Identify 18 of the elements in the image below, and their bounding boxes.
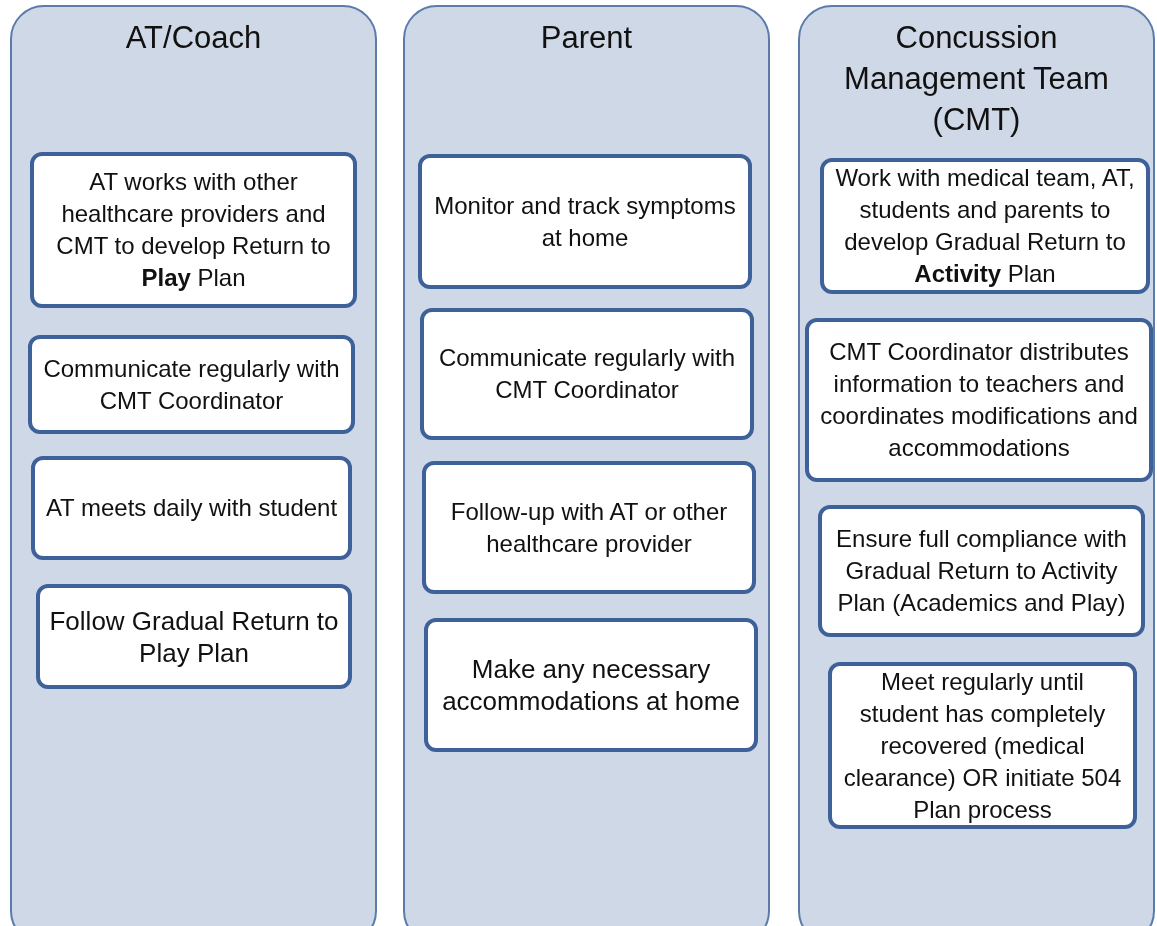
column-heading: AT/Coach: [124, 19, 263, 57]
task-box: Meet regularly until student has completely recovered (medical clearance) OR initiate 504 Plan process: [828, 662, 1137, 829]
task-box: Ensure full compliance with Gradual Return to Activity Plan (Academics and Play): [818, 505, 1145, 637]
task-box: Follow Gradual Return to Play Plan: [36, 584, 352, 689]
column-heading: Concussion Management Team (CMT): [843, 19, 1110, 139]
column-heading: Parent: [539, 19, 634, 57]
column-panel: [10, 5, 377, 926]
column-panel: [403, 5, 770, 926]
task-box: Make any necessary accommodations at home: [424, 618, 758, 752]
task-box: CMT Coordinator distributes information to teachers and coordinates modifications and accommodations: [805, 318, 1153, 482]
column-panel: [798, 5, 1155, 926]
task-box: Communicate regularly with CMT Coordinator: [28, 335, 355, 434]
task-box: Communicate regularly with CMT Coordinator: [420, 308, 754, 440]
task-box: AT works with other healthcare providers and CMT to develop Return to Play Plan: [30, 152, 357, 308]
task-box: Monitor and track symptoms at home: [418, 154, 752, 289]
task-box: Work with medical team, AT, students and parents to develop Gradual Return to Activity Plan: [820, 158, 1150, 294]
task-box: AT meets daily with student: [31, 456, 352, 560]
task-box: Follow-up with AT or other healthcare provider: [422, 461, 756, 594]
